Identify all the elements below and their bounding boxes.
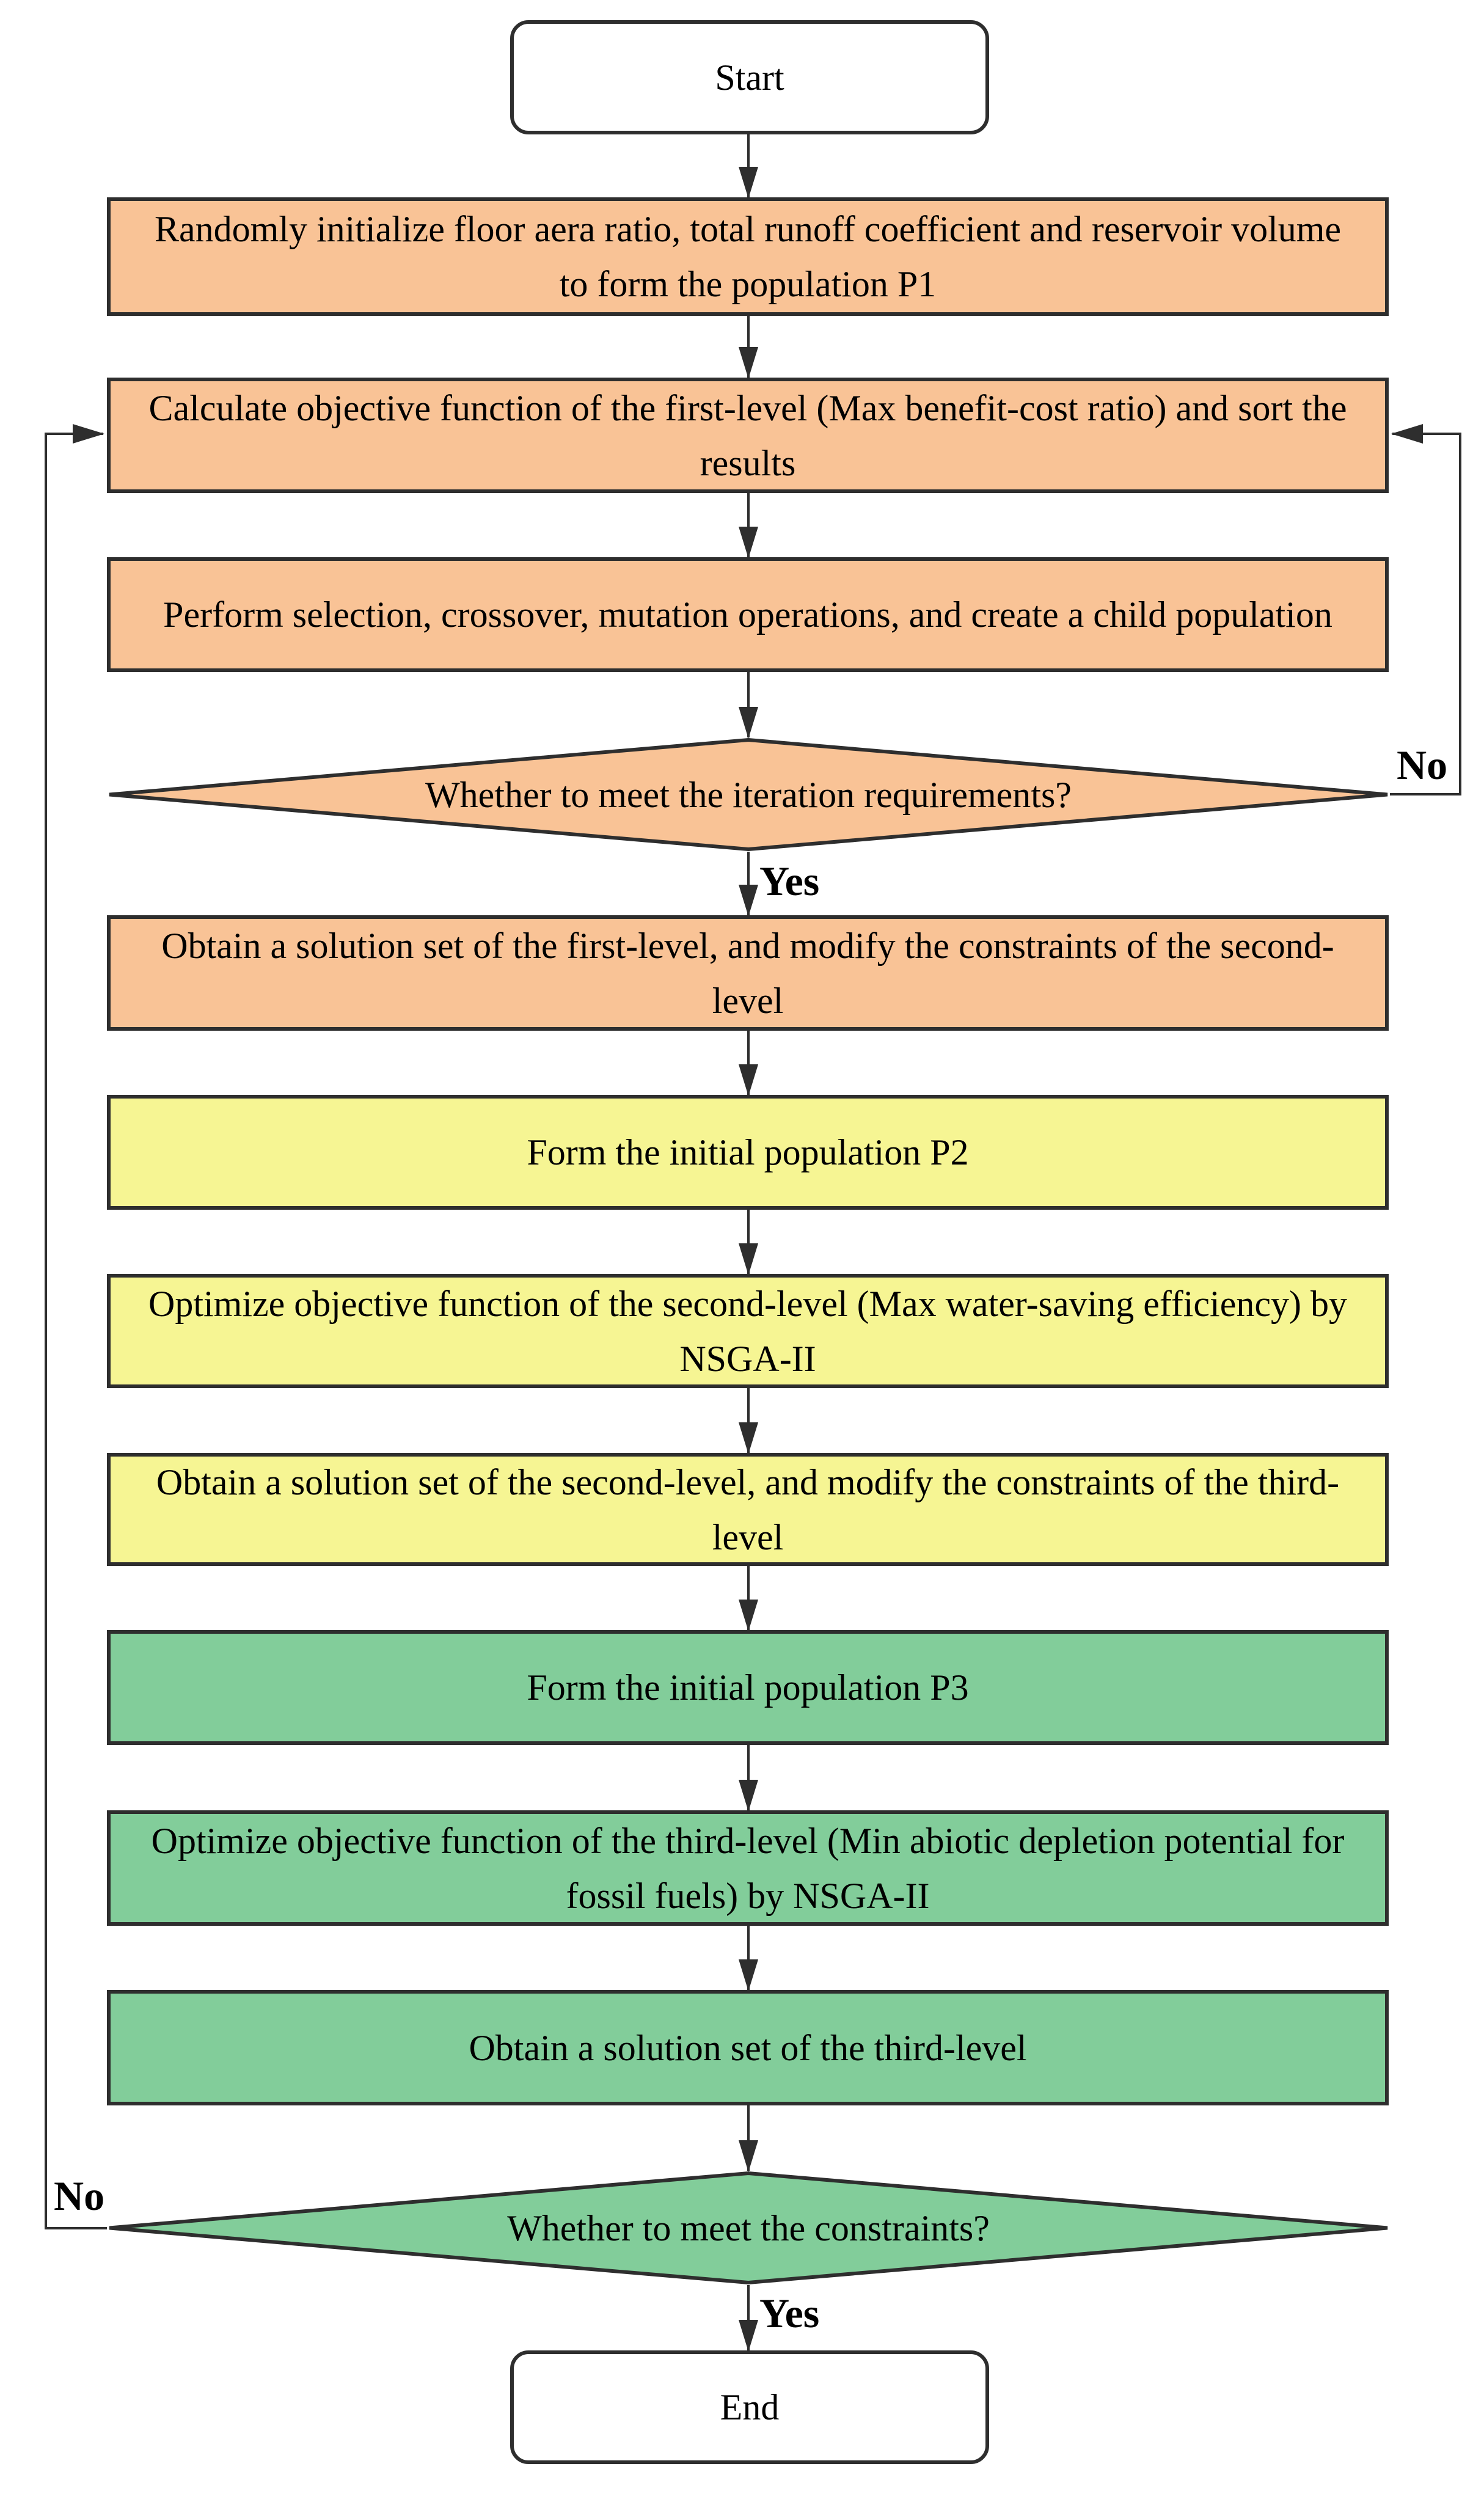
process-obtain-third-level-solution: Obtain a solution set of the third-level (107, 1990, 1389, 2105)
label-no-iteration: No (1397, 742, 1448, 788)
start-node: Start (510, 20, 989, 134)
end-node: End (510, 2350, 989, 2464)
label-yes-constraints: Yes (759, 2290, 820, 2336)
process-init-population-p1-label: Randomly initialize floor aera ratio, to… (154, 209, 1342, 304)
loop-no-iteration (1390, 424, 1461, 795)
process-obtain-second-level-solution: Obtain a solution set of the second-leve… (107, 1453, 1389, 1566)
process-optimize-third-level: Optimize objective function of the third… (107, 1810, 1389, 1926)
label-no-constraints: No (54, 2173, 105, 2219)
decision-meet-constraints-label: Whether to meet the constraints? (507, 2207, 990, 2248)
decision-meet-constraints: Whether to meet the constraints? (107, 2171, 1390, 2285)
process-optimize-second-level-label: Optimize objective function of the secon… (148, 1283, 1347, 1379)
process-obtain-first-level-solution: Obtain a solution set of the first-level… (107, 915, 1389, 1031)
loop-no-constraints (45, 424, 107, 2229)
decision-diamond-shape (109, 2171, 1388, 2285)
process-selection-crossover-mutation: Perform selection, crossover, mutation o… (107, 557, 1389, 672)
process-init-population-p1: Randomly initialize floor aera ratio, to… (107, 197, 1389, 316)
label-yes-iteration: Yes (759, 858, 820, 904)
process-obtain-first-level-solution-label: Obtain a solution set of the first-level… (161, 925, 1334, 1021)
process-obtain-second-level-solution-label: Obtain a solution set of the second-leve… (156, 1461, 1340, 1557)
process-form-population-p2-label: Form the initial population P2 (527, 1132, 969, 1172)
process-form-population-p2: Form the initial population P2 (107, 1095, 1389, 1210)
process-form-population-p3-label: Form the initial population P3 (527, 1667, 969, 1708)
decision-iteration-requirements-label: Whether to meet the iteration requiremen… (425, 774, 1072, 815)
process-form-population-p3: Form the initial population P3 (107, 1630, 1389, 1745)
process-optimize-second-level: Optimize objective function of the secon… (107, 1274, 1389, 1388)
start-label: Start (715, 57, 784, 98)
decision-iteration-requirements: Whether to meet the iteration requiremen… (107, 737, 1390, 852)
process-obtain-third-level-solution-label: Obtain a solution set of the third-level (469, 2027, 1027, 2068)
process-calc-first-level: Calculate objective function of the firs… (107, 378, 1389, 493)
process-optimize-third-level-label: Optimize objective function of the third… (151, 1820, 1345, 1916)
process-calc-first-level-label: Calculate objective function of the firs… (148, 387, 1347, 483)
end-label: End (720, 2387, 780, 2427)
decision-diamond-shape (109, 737, 1388, 852)
process-selection-crossover-mutation-label: Perform selection, crossover, mutation o… (163, 594, 1332, 635)
